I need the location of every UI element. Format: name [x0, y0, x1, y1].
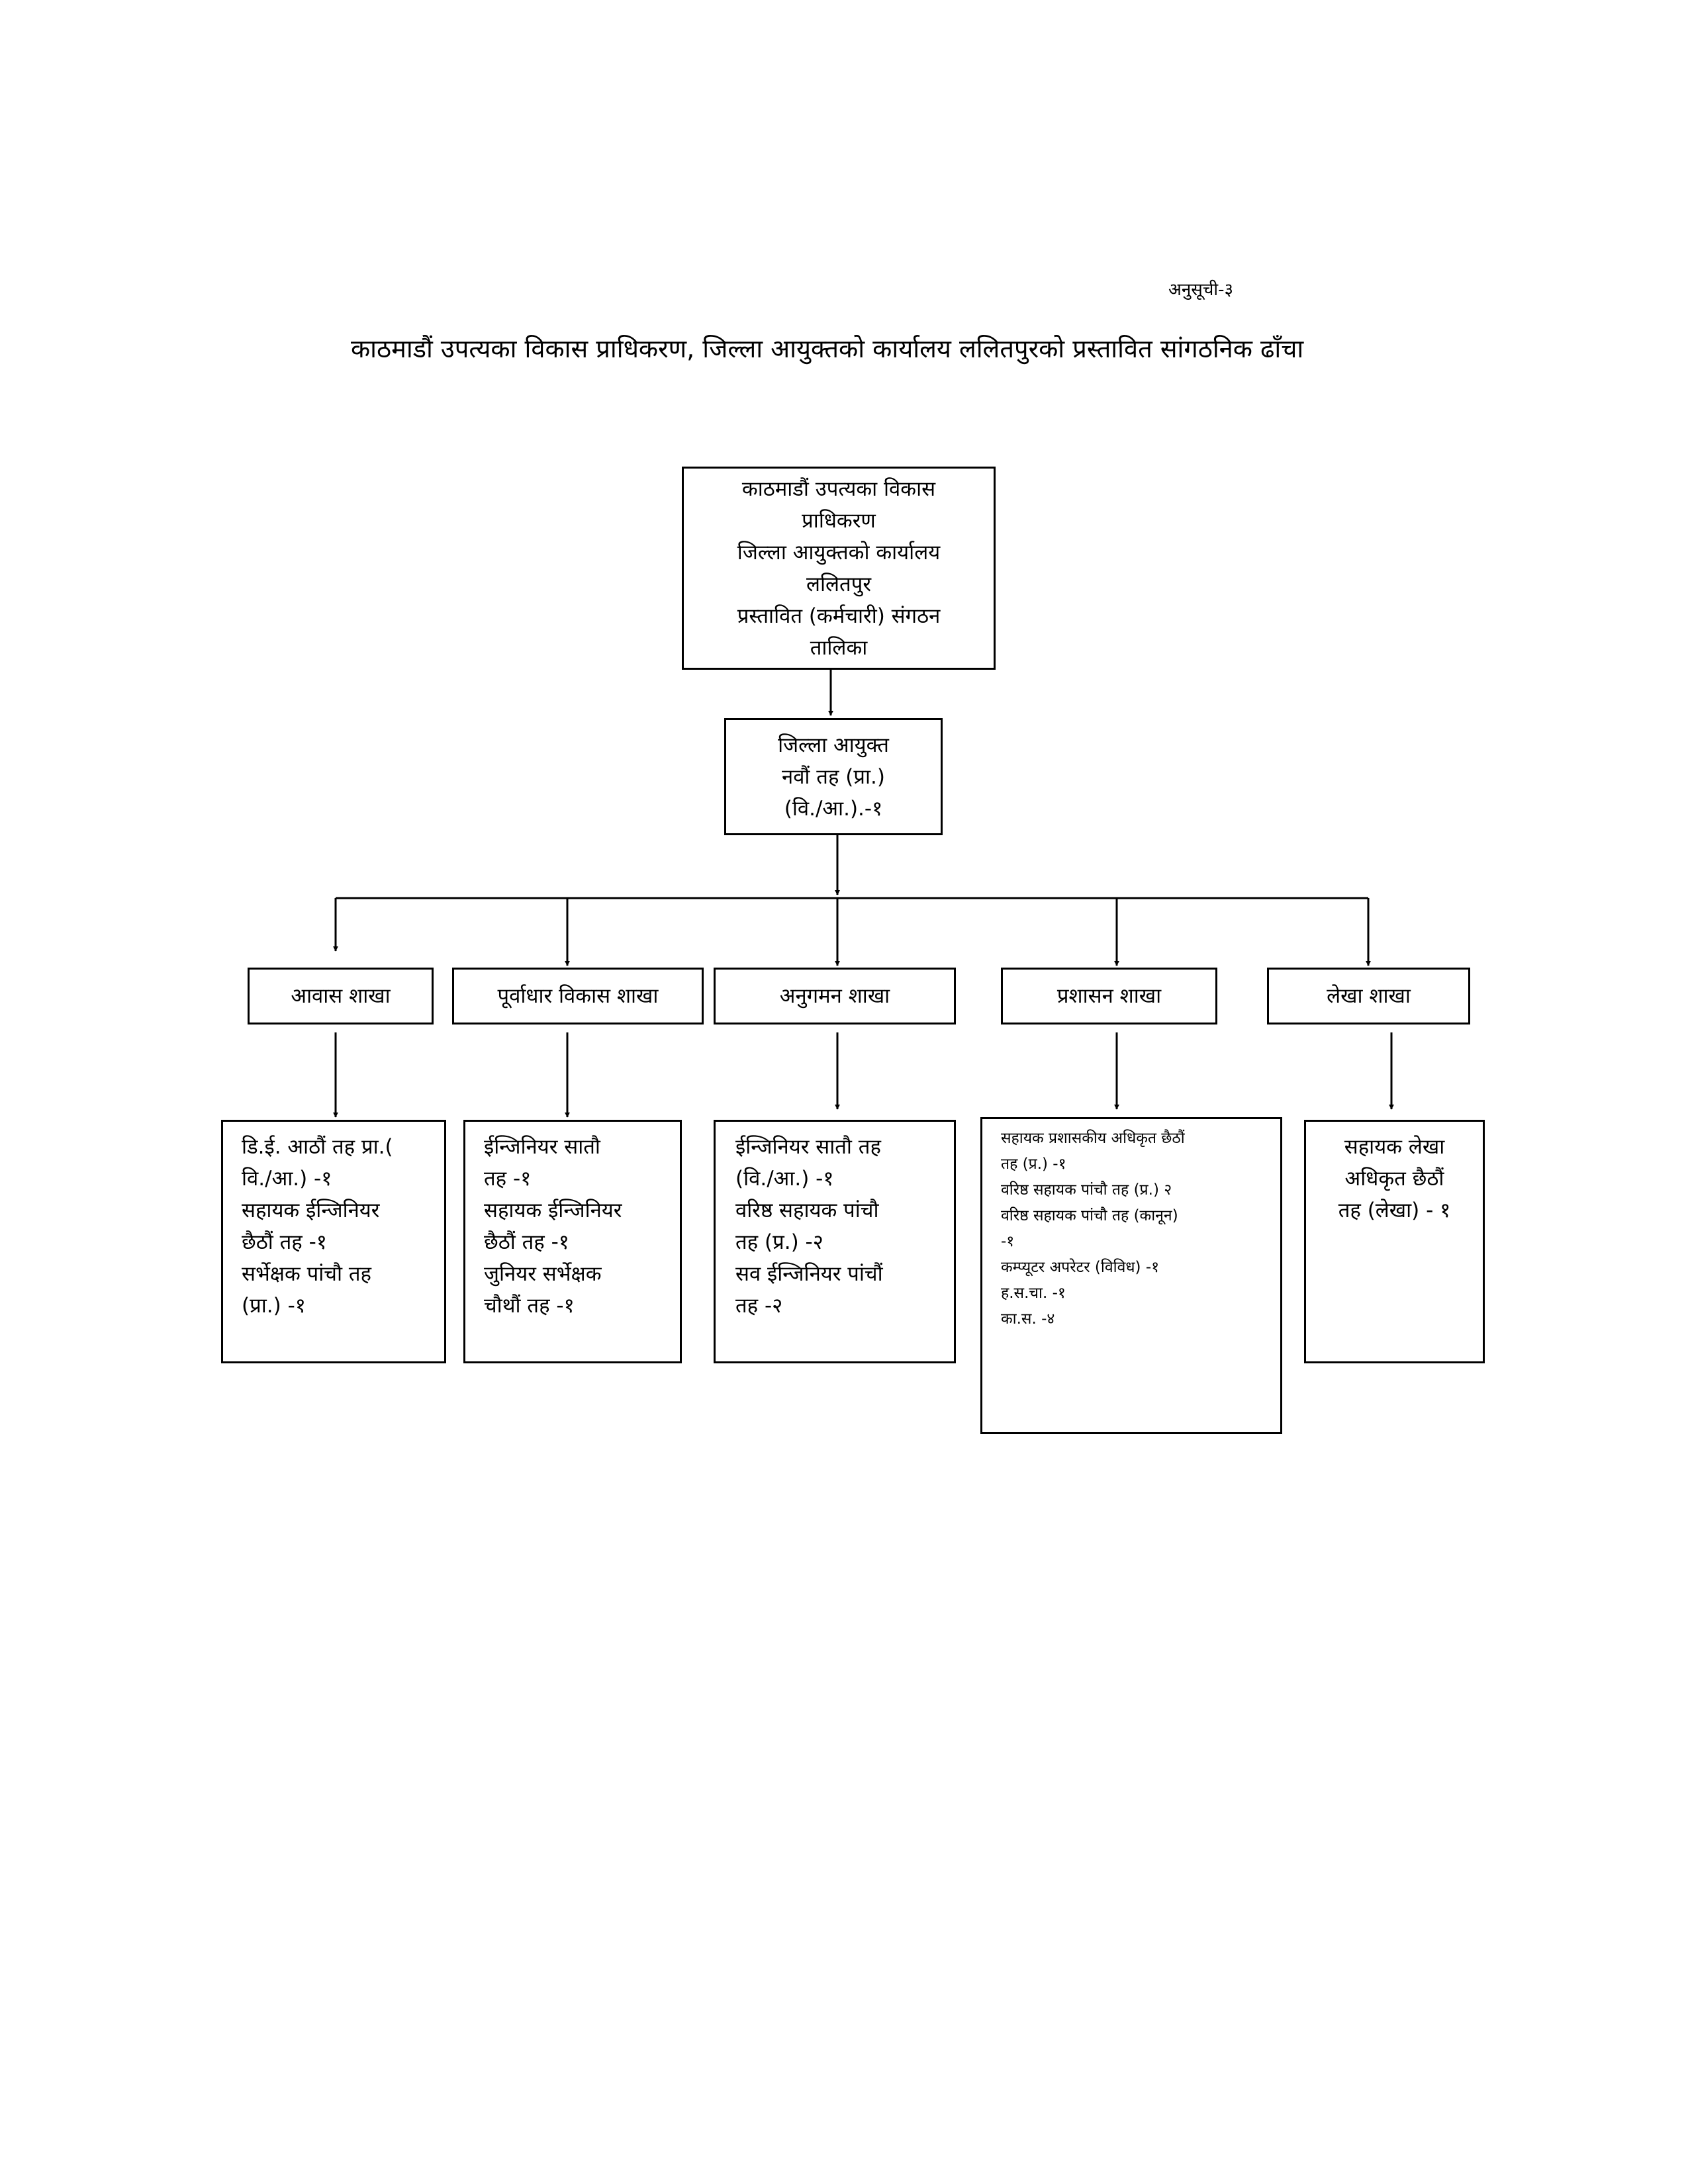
staff-line: सहायक ईन्जिनियर [242, 1199, 380, 1222]
staff-box-infrastructure: ईन्जिनियर सातौ तह -१ सहायक ईन्जिनियर छैठ… [463, 1120, 682, 1363]
staff-line: (वि./आ.) -१ [735, 1167, 834, 1191]
branch-administration: प्रशासन शाखा [1001, 968, 1217, 1024]
branch-label: आवास शाखा [291, 984, 391, 1008]
staff-line: वरिष्ठ सहायक पांचौ तह (प्र.) २ [1001, 1181, 1172, 1199]
branch-label: प्रशासन शाखा [1056, 984, 1162, 1008]
root-line: प्रस्तावित (कर्मचारी) संगठन [737, 604, 941, 628]
staff-line: -१ [1001, 1233, 1015, 1250]
staff-line: (प्रा.) -१ [242, 1294, 306, 1318]
root-line: ललितपुर [806, 572, 872, 596]
root-line: प्राधिकरण [802, 508, 876, 533]
staff-line: तह -१ [484, 1167, 532, 1191]
staff-line: तह -२ [735, 1294, 783, 1318]
branch-label: लेखा शाखा [1327, 984, 1411, 1008]
staff-line: सहायक ईन्जिनियर [484, 1199, 622, 1222]
staff-line: ईन्जिनियर सातौ [484, 1135, 600, 1159]
district-commissioner-box: जिल्ला आयुक्त नवौं तह (प्रा.) (वि./आ.).-… [724, 718, 943, 835]
staff-line: कम्प्यूटर अपरेटर (विविध) -१ [1001, 1259, 1160, 1276]
staff-line: ईन्जिनियर सातौ तह [735, 1135, 881, 1159]
staff-box-administration: सहायक प्रशासकीय अधिकृत छैठौं तह (प्र.) -… [980, 1117, 1282, 1434]
commissioner-line: जिल्ला आयुक्त [778, 733, 889, 757]
staff-line: तह (प्र.) -१ [1001, 1156, 1066, 1173]
root-line: जिल्ला आयुक्तको कार्यालय [737, 540, 941, 565]
staff-line: ह.स.चा. -१ [1001, 1285, 1066, 1302]
branch-accounts: लेखा शाखा [1267, 968, 1470, 1024]
staff-box-housing: डि.ई. आठौं तह प्रा.( वि./आ.) -१ सहायक ईन… [221, 1120, 446, 1363]
staff-box-monitoring: ईन्जिनियर सातौ तह (वि./आ.) -१ वरिष्ठ सहा… [714, 1120, 956, 1363]
root-office-box: काठमाडौं उपत्यका विकास प्राधिकरण जिल्ला … [682, 467, 996, 670]
staff-line: तह (लेखा) - १ [1338, 1199, 1451, 1222]
document-title: काठमाडौं उपत्यका विकास प्राधिकरण, जिल्ला… [351, 334, 1304, 363]
staff-line: सहायक प्रशासकीय अधिकृत छैठौं [1001, 1130, 1185, 1147]
staff-line: जुनियर सर्भेक्षक [484, 1262, 602, 1286]
annex-label: अनुसूची-३ [1168, 280, 1234, 300]
commissioner-line: नवौं तह (प्रा.) [781, 764, 886, 789]
staff-line: तह (प्र.) -२ [735, 1230, 823, 1254]
staff-line: सर्भेक्षक पांचौ तह [242, 1262, 371, 1286]
staff-line: वरिष्ठ सहायक पांचौ तह (कानून) [1001, 1207, 1178, 1224]
staff-line: सहायक लेखा [1344, 1135, 1445, 1159]
staff-line: का.स. -४ [1001, 1310, 1055, 1328]
staff-box-accounts: सहायक लेखा अधिकृत छैठौं तह (लेखा) - १ [1304, 1120, 1485, 1363]
branch-infrastructure-development: पूर्वाधार विकास शाखा [452, 968, 704, 1024]
branch-label: अनुगमन शाखा [779, 984, 890, 1008]
staff-line: अधिकृत छैठौं [1344, 1167, 1444, 1191]
root-line: तालिका [810, 635, 868, 660]
staff-line: सव ईन्जिनियर पांचौं [735, 1262, 883, 1286]
staff-line: वरिष्ठ सहायक पांचौ [735, 1199, 879, 1222]
staff-line: छैठौं तह -१ [484, 1230, 569, 1254]
staff-line: छैठौं तह -१ [242, 1230, 327, 1254]
staff-line: चौथौं तह -१ [484, 1294, 575, 1318]
commissioner-line: (वि./आ.).-१ [784, 796, 883, 821]
root-line: काठमाडौं उपत्यका विकास [741, 477, 936, 501]
staff-line: डि.ई. आठौं तह प्रा.( [242, 1135, 393, 1159]
branch-label: पूर्वाधार विकास शाखा [497, 984, 659, 1008]
branch-housing: आवास शाखा [248, 968, 434, 1024]
branch-monitoring: अनुगमन शाखा [714, 968, 956, 1024]
staff-line: वि./आ.) -१ [242, 1167, 332, 1191]
